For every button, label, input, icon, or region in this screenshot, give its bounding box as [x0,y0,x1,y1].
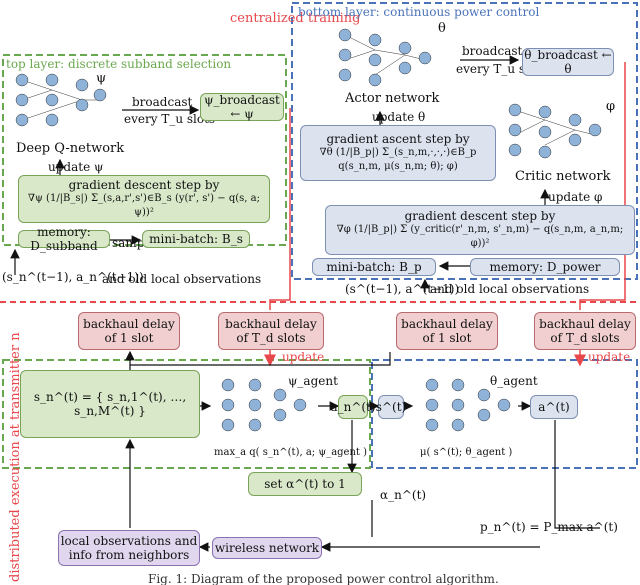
aout-to-power-line [554,420,600,529]
bottom-gd-formula: ∇φ (1/|B_p|) Σ (y_critic(r'_n,m, s'_n,m)… [336,224,624,249]
distributed-title: distributed execution at transmitter n [8,332,23,582]
top-gd-title: gradient descent step by [68,178,220,192]
actor-label: Actor network [345,91,440,106]
top-layer-title: top layer: discrete subband selection [6,57,232,71]
red-link-top [269,108,291,310]
mu-label: μ( s^(t); θ_agent ) [420,447,513,458]
wireless-network-box: wireless network [212,537,322,559]
agent-q-network-glyph [221,378,307,432]
bottom-obs-tail: and old local observations [430,282,590,296]
alpha-label: α_n^(t) [380,488,427,502]
theta-broadcast-box: θ_broadcast ← θ [522,48,614,76]
top-gd-box: gradient descent step by ∇ψ (1/|B_s|) Σ_… [18,175,270,223]
power-equation: p_n^(t) = P_max a^(t) [480,520,618,534]
bottom-gd-title: gradient descent step by [404,209,556,223]
state-to-delay2-line [130,352,391,366]
dqn-label: Deep Q-network [16,141,125,156]
critic-label: Critic network [515,169,611,184]
bottom-broadcast-label: broadcast [462,44,523,58]
top-layer-region [2,54,287,246]
top-obs-tail: and old local observations [102,272,262,286]
bottom-ga-formula: ∇θ (1/|B_p|) Σ_(s_n,m,·,·,·)∈B_p q(s_n,m… [319,147,477,172]
delay-1-slot-a: backhaul delay of 1 slot [78,312,180,350]
top-minibatch-box: mini-batch: B_s [142,230,250,248]
a-n-box: a_n^(t) [330,395,376,419]
psi-symbol: ψ [96,71,107,86]
max-q-label: max_a q( s_n^(t), a; ψ_agent ) [214,447,368,458]
bottom-gd-box: gradient descent step by ∇φ (1/|B_p|) Σ … [325,205,635,255]
delay-td-slots-a: backhaul delay of T_d slots [218,312,324,350]
local-obs-box: local observations and info from neighbo… [58,530,200,566]
bottom-ga-title: gradient ascent step by [326,132,470,146]
bottom-obs-input: (s^(t−1), a^(t−1)) [345,282,460,296]
bottom-memory-box: memory: D_power [470,258,620,276]
psi-broadcast-box: ψ_broadcast ← ψ [200,93,284,121]
delay-1-slot-b: backhaul delay of 1 slot [396,312,498,350]
critic-network-glyph [508,103,602,159]
bottom-layer-region [291,2,638,280]
top-every-slots-label: every T_u slots [124,112,216,126]
red-link-bottom [579,62,626,310]
bottom-update-theta-label: update θ [372,110,426,124]
agent-actor-glyph [425,378,511,432]
actor-network-glyph [338,28,432,87]
psi-agent-label: ψ_agent [288,374,338,388]
a-out-box: a^(t) [530,395,578,419]
top-update-label: update ψ [48,160,104,174]
delay-td-slots-b: backhaul delay of T_d slots [534,312,636,350]
top-memory-box: memory: D_subband [18,225,110,253]
set-alpha-box: set α^(t) to 1 [248,472,362,496]
s-sel-box: s^(t) [376,395,406,419]
figure-caption: Fig. 1: Diagram of the proposed power co… [148,572,499,585]
bottom-minibatch-box: mini-batch: B_p [312,258,436,276]
bottom-update-phi-label: update φ [548,190,603,204]
bottom-layer-title: bottom layer: continuous power control [298,5,540,19]
centralized-title: centralized training [230,11,361,26]
theta-agent-label: θ_agent [490,374,538,388]
phi-symbol: φ [606,99,616,114]
state-box: s_n^(t) = { s_n,1^(t), …, s_n,M^(t) } [20,370,200,438]
exec-top-region [2,359,371,469]
top-obs-input: (s_n^(t−1), a_n^(t−1)) [2,270,144,284]
update-label-a: update [282,350,325,364]
top-gd-formula: ∇ψ (1/|B_s|) Σ_(s,a,r',s')∈B_s (y(r', s'… [28,193,260,218]
top-broadcast-label: broadcast [132,95,193,109]
dqn-network-glyph [15,73,107,127]
update-label-b: update [588,350,631,364]
exec-bottom-region [371,359,638,469]
bottom-ga-box: gradient ascent step by ∇θ (1/|B_p|) Σ_(… [300,125,496,181]
theta-symbol: θ [438,21,446,36]
